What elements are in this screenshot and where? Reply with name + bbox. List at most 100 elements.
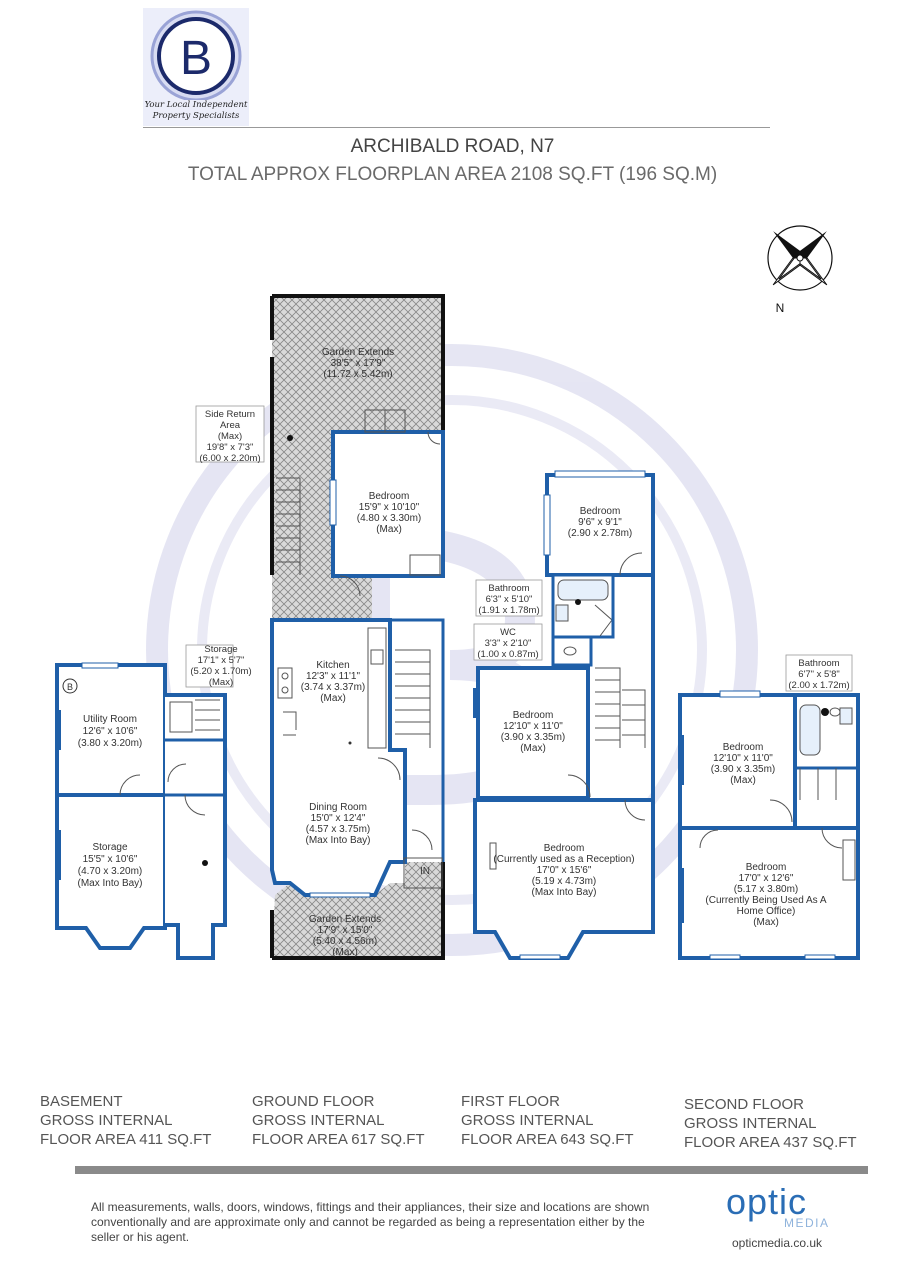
second-bedroom-rear-size-imperial: 12'10" x 11'0" [713,753,773,764]
basement-plan [55,662,227,960]
garden-rear-size-metric: (11.72 x 5.42m) [323,369,392,380]
agency-tagline: Your Local Independent Property Speciali… [144,100,248,121]
first-bedroom-front-size-metric: (5.19 x 4.73m) [532,876,596,887]
floor-label-second: SECOND FLOOR GROSS INTERNAL FLOOR AREA 4… [684,1095,857,1152]
floor-name: GROUND FLOOR [252,1093,375,1110]
floor-area: FLOOR AREA 643 SQ.FT [461,1131,634,1148]
floor-gross-label: GROSS INTERNAL [461,1112,594,1129]
ground-bedroom-size-metric: (4.80 x 3.30m) [357,513,421,524]
first-bedroom-rear-size-metric: (2.90 x 2.78m) [568,528,632,539]
first-bedroom-front-note1: (Currently used as a Reception) [493,854,634,865]
second-bedroom-rear-name: Bedroom [723,742,764,753]
side-return-line2: Area [220,420,241,431]
first-wc-name: WC [500,627,516,638]
garden-front-note: (Max) [332,947,358,958]
utility-size-imperial: 12'6" x 10'6" [83,726,138,737]
dining-size-imperial: 15'0" x 12'4" [311,813,366,824]
side-return-note: (Max) [218,431,242,442]
side-return-name: Side Return [205,409,255,420]
second-floor-labels: Bedroom 12'10" x 11'0" (3.90 x 3.35m) (M… [705,742,826,928]
optic-media-logo: optic MEDIA [726,1184,828,1228]
first-bedroom-mid-size-imperial: 12'10" x 11'0" [503,721,563,732]
second-bedroom-front-note1: (Currently Being Used As A [705,895,826,906]
utility-size-metric: (3.80 x 3.20m) [78,738,142,749]
floorplan-drawing: N B Utility Room 12'6" x 10'6" (3.80 x 3… [55,225,860,960]
floor-area: FLOOR AREA 411 SQ.FT [40,1131,212,1148]
floor-name: BASEMENT [40,1093,123,1110]
second-floor-plan [678,690,860,960]
storage-big-note: (Max Into Bay) [77,878,142,889]
agency-logo-emblem: B [150,10,242,102]
floor-gross-label: GROSS INTERNAL [40,1112,173,1129]
garden-front-size-imperial: 17'9" x 15'0" [318,925,373,936]
side-return-callout: Side Return Area (Max) 19'8" x 7'3" (6.0… [195,405,265,464]
side-return-size-imperial: 19'8" x 7'3" [207,442,254,453]
dining-name: Dining Room [309,802,367,813]
second-bedroom-rear-note: (Max) [730,775,756,786]
compass-north-label: N [776,301,785,315]
first-bedroom-mid-size-metric: (3.90 x 3.35m) [501,732,565,743]
first-bedroom-rear-size-imperial: 9'6" x 9'1" [578,517,622,528]
second-bedroom-front-note2: Home Office) [737,906,796,917]
second-bathroom-callout: Bathroom 6'7" x 5'8" (2.00 x 1.72m) [785,654,853,692]
page-title: ARCHIBALD ROAD, N7 [350,136,555,157]
garden-rear-name: Garden Extends [322,347,394,358]
second-bathroom-size-imperial: 6'7" x 5'8" [798,669,840,680]
storage-small-callout: Storage 17'1" x 5'7" (5.20 x 1.70m) (Max… [185,644,252,688]
floor-name: FIRST FLOOR [461,1093,560,1110]
floor-label-ground: GROUND FLOOR GROSS INTERNAL FLOOR AREA 6… [252,1092,425,1149]
ground-floor-plan [270,294,445,960]
garden-front-size-metric: (5.40 x 4.56m) [313,936,377,947]
first-floor-labels: Bedroom 9'6" x 9'1" (2.90 x 2.78m) Bedro… [493,506,634,898]
page-subtitle: TOTAL APPROX FLOORPLAN AREA 2108 SQ.FT (… [187,164,718,185]
optic-url: opticmedia.co.uk [731,1236,823,1250]
kitchen-size-imperial: 12'3" x 11'1" [306,671,361,682]
storage-big-size-imperial: 15'5" x 10'6" [83,854,138,865]
footer-divider [75,1166,868,1174]
optic-brand-text: optic [726,1184,807,1222]
boiler-marker: B [67,682,73,692]
ground-bedroom-note: (Max) [376,524,402,535]
first-bathroom-name: Bathroom [488,583,529,594]
floor-label-first: FIRST FLOOR GROSS INTERNAL FLOOR AREA 64… [461,1092,634,1149]
first-bedroom-front-size-imperial: 17'0" x 15'6" [537,865,592,876]
agency-logo-letter: B [180,32,212,85]
floor-gross-label: GROSS INTERNAL [684,1115,817,1132]
floor-area: FLOOR AREA 617 SQ.FT [252,1131,425,1148]
first-bedroom-rear-name: Bedroom [580,506,621,517]
first-bedroom-front-note: (Max Into Bay) [531,887,596,898]
storage-big-size-metric: (4.70 x 3.20m) [78,866,142,877]
first-bathroom-size-imperial: 6'3" x 5'10" [486,594,533,605]
ground-bedroom-name: Bedroom [369,491,410,502]
first-bathroom-callout: Bathroom 6'3" x 5'10" (1.91 x 1.78m) [475,579,543,617]
storage-big-name: Storage [92,842,127,853]
first-bathroom-size-metric: (1.91 x 1.78m) [478,605,539,616]
second-bedroom-rear-size-metric: (3.90 x 3.35m) [711,764,775,775]
ground-floor-labels: Garden Extends 38'5" x 17'9" (11.72 x 5.… [301,347,421,958]
first-wc-size-imperial: 3'3" x 2'10" [485,638,532,649]
garden-front-name: Garden Extends [309,914,381,925]
dining-size-metric: (4.57 x 3.75m) [306,824,370,835]
storage-small-size-metric: (5.20 x 1.70m) [190,666,251,677]
garden-rear-size-imperial: 38'5" x 17'9" [331,358,386,369]
dining-note: (Max Into Bay) [305,835,370,846]
second-bedroom-front-note: (Max) [753,917,779,928]
kitchen-size-metric: (3.74 x 3.37m) [301,682,365,693]
kitchen-note: (Max) [320,693,346,704]
first-wc-callout: WC 3'3" x 2'10" (1.00 x 0.87m) [473,623,543,661]
storage-small-note: (Max) [209,677,233,688]
basement-labels: Utility Room 12'6" x 10'6" (3.80 x 3.20m… [77,714,142,889]
second-bathroom-name: Bathroom [798,658,839,669]
storage-small-name: Storage [204,644,237,655]
first-floor-plan [473,470,655,960]
second-bedroom-front-size-imperial: 17'0" x 12'6" [739,873,794,884]
first-bedroom-mid-note: (Max) [520,743,546,754]
ground-bedroom-size-imperial: 15'9" x 10'10" [359,502,420,513]
second-bedroom-front-name: Bedroom [746,862,787,873]
floor-area: FLOOR AREA 437 SQ.FT [684,1134,857,1151]
entrance-marker: IN [420,866,430,877]
storage-small-size-imperial: 17'1" x 5'7" [198,655,245,666]
utility-name: Utility Room [83,714,137,725]
first-bedroom-mid-name: Bedroom [513,710,554,721]
agency-logo: B Your Local Independent Property Specia… [143,8,249,126]
